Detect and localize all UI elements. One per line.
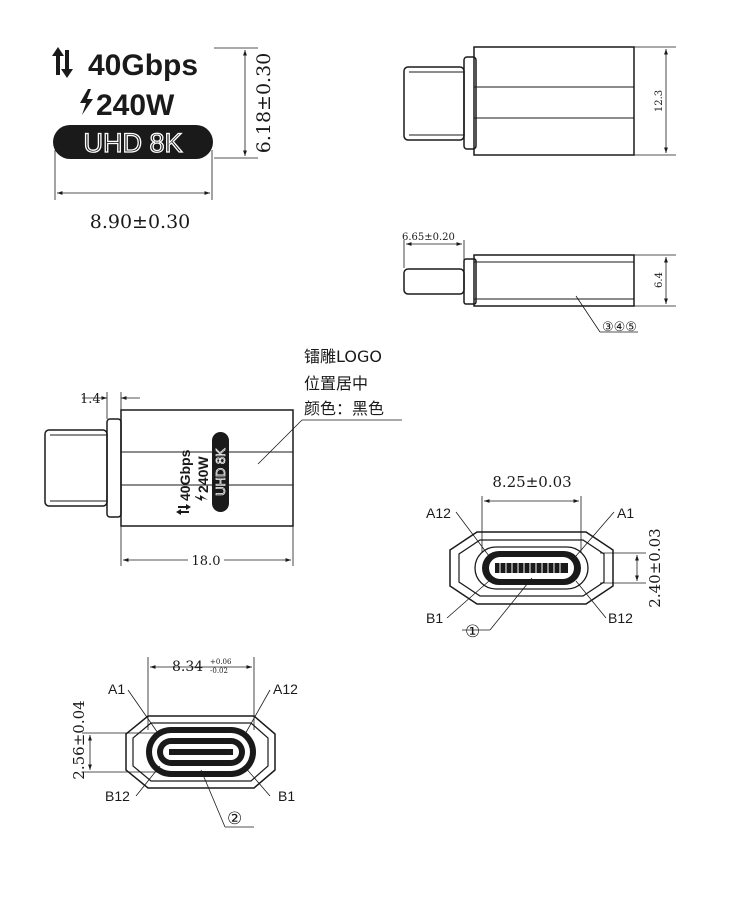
- logo-line-speed: 40Gbps: [88, 49, 198, 82]
- rotated-logo-power: 240W: [195, 456, 211, 493]
- socket-pin-a12: A12: [426, 505, 451, 521]
- logo-detail: 40Gbps 240W UHD 8K 6.18±0.30 8.90±0.30: [52, 47, 275, 233]
- plug-width-tol-lower: -0.02: [210, 667, 228, 675]
- note-line-2: 位置居中: [304, 374, 368, 393]
- logo-badge-text: UHD 8K: [83, 128, 182, 158]
- front-view: 40Gbps 240W UHD 8K 1.4 18.0: [44, 392, 402, 569]
- laser-logo-note: 镭雕LOGO 位置居中 颜色：黑色: [304, 347, 384, 418]
- top-view: 12.3: [403, 46, 676, 156]
- plug-step-dim: 1.4: [80, 392, 101, 407]
- rotated-logo-speed: 40Gbps: [177, 449, 193, 501]
- data-arrows-icon: [176, 504, 191, 515]
- plug-pin-b1: B1: [278, 788, 295, 804]
- body-thickness-dim: 6.4: [654, 272, 665, 288]
- logo-width-dim: 8.90±0.30: [90, 211, 191, 233]
- socket-end-view: 8.25±0.03 2.40±0.03 A12 A1 B1 B12 ①: [426, 473, 664, 641]
- socket-part-callout: ①: [465, 622, 480, 641]
- rotated-logo-badge: [212, 432, 229, 512]
- socket-height-dim: 2.40±0.03: [646, 528, 664, 607]
- plug-height-dim: 2.56±0.04: [70, 700, 88, 779]
- side-parts-callout: ③④⑤: [602, 319, 637, 334]
- plug-length-dim: 6.65±0.20: [402, 232, 455, 243]
- plug-width-tol-upper: +0.06: [210, 658, 232, 666]
- side-view: 6.65±0.20 6.4 ③④⑤: [402, 232, 676, 334]
- logo-line-power: 240W: [96, 89, 175, 122]
- note-line-3: 颜色：黑色: [304, 399, 384, 418]
- plug-pin-a12: A12: [273, 681, 298, 697]
- logo-badge: [53, 125, 213, 159]
- socket-pin-a1: A1: [617, 505, 634, 521]
- body-height-dim: 12.3: [654, 90, 665, 112]
- logo-height-dim: 6.18±0.30: [253, 53, 275, 154]
- socket-pin-b12: B12: [608, 610, 633, 626]
- rotated-logo: 40Gbps 240W UHD 8K: [176, 432, 229, 515]
- lightning-icon: [80, 89, 93, 115]
- body-length-dim: 18.0: [192, 554, 221, 569]
- plug-end-view: 8.34 +0.06 -0.02 2.56±0.04 A1 A12 B12 B1…: [70, 657, 298, 828]
- note-line-1: 镭雕LOGO: [304, 347, 382, 366]
- rotated-logo-badge-text: UHD 8K: [213, 448, 228, 496]
- data-arrows-icon: [52, 47, 73, 78]
- plug-width-dim: 8.34: [172, 659, 203, 675]
- plug-part-callout: ②: [227, 809, 242, 828]
- plug-pin-b12: B12: [105, 788, 130, 804]
- socket-width-dim: 8.25±0.03: [492, 473, 571, 491]
- socket-pin-b1: B1: [426, 610, 443, 626]
- lightning-icon: [195, 495, 208, 501]
- plug-pin-a1: A1: [108, 681, 125, 697]
